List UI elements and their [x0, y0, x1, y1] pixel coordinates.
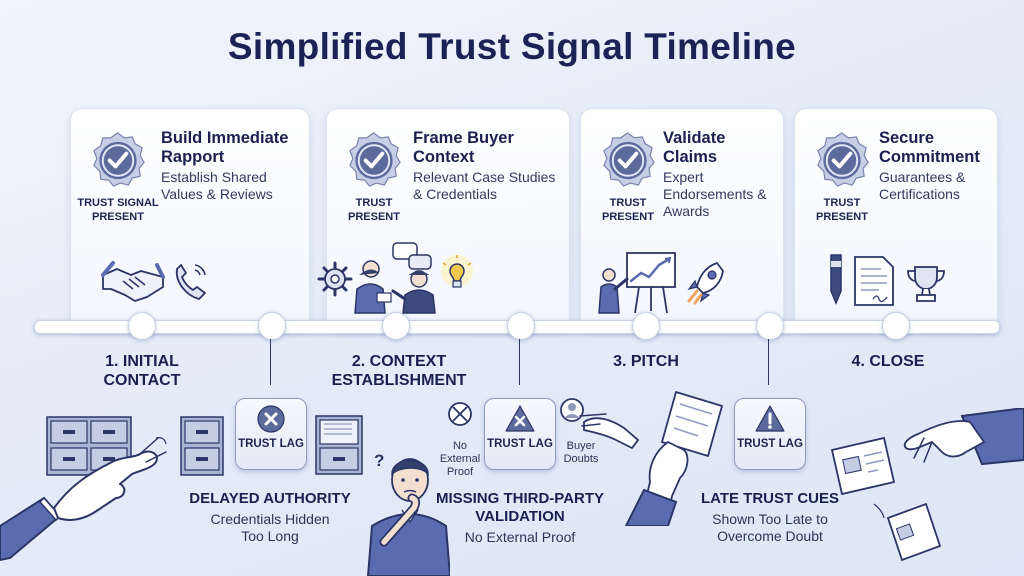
phase-card-2: TRUST PRESENT Frame Buyer Context Releva… [317, 108, 570, 330]
timeline-node [507, 312, 535, 340]
trust-lag-label: TRUST LAG [487, 438, 553, 450]
x-circle-icon [257, 405, 285, 433]
phase-card-3: TRUST PRESENT Validate Claims Expert End… [580, 108, 784, 330]
x-triangle-icon [505, 405, 535, 432]
trust-badge-icon [601, 131, 657, 189]
phase-card-1: TRUST SIGNAL PRESENT Build Immediate Rap… [70, 108, 310, 330]
gear-icon [317, 261, 353, 297]
document-icon [854, 256, 894, 306]
filing-cabinet-icon [46, 416, 132, 476]
phase-title: Secure Commitment [879, 129, 980, 166]
trust-lag-badge-1: TRUST LAG [235, 398, 307, 470]
filing-cabinet-icon [180, 416, 224, 476]
trust-badge-icon [815, 131, 871, 189]
rocket-icon [687, 261, 724, 305]
hand-holding-card-icon [579, 390, 724, 526]
gap-description-1: Credentials Hidden Too Long [210, 511, 330, 544]
phase-description: Guarantees & Certifications [879, 169, 966, 202]
stage-label-2: 2. CONTEXT ESTABLISHMENT [331, 353, 467, 389]
page-title: Simplified Trust Signal Timeline [227, 26, 797, 67]
handshake-icon [101, 261, 165, 302]
crossed-circle-icon [448, 402, 472, 426]
badge-label: TRUST PRESENT [602, 197, 654, 223]
gap-title-3: LATE TRUST CUES [700, 490, 840, 507]
phase-description: Expert Endorsements & Awards [663, 169, 767, 219]
stage-label-1: 1. INITIAL CONTACT [103, 353, 181, 389]
timeline-node [882, 312, 910, 340]
trust-lag-label: TRUST LAG [737, 438, 803, 450]
person-circle-icon [560, 398, 584, 422]
badge-label: TRUST SIGNAL PRESENT [77, 197, 159, 223]
timeline-node [756, 312, 784, 340]
timeline-node [258, 312, 286, 340]
side-note-left: No External Proof [439, 440, 481, 478]
phase-title: Frame Buyer Context [413, 129, 514, 166]
stage-label-3: 3. PITCH [613, 353, 679, 370]
phase-title: Build Immediate Rapport [161, 129, 289, 166]
phase-title: Validate Claims [663, 129, 726, 166]
timeline-connector [270, 339, 271, 385]
gap-description-3: Shown Too Late to Overcome Doubt [712, 511, 828, 544]
trust-lag-badge-2: TRUST LAG [484, 398, 556, 470]
people-talking-icon [354, 242, 436, 314]
trust-lag-label: TRUST LAG [238, 438, 304, 450]
trophy-icon [907, 266, 945, 302]
svg-text:?: ? [374, 451, 384, 470]
gap-title-2: MISSING THIRD-PARTY VALIDATION [435, 490, 605, 525]
presenter-icon [598, 252, 676, 314]
timeline-node [128, 312, 156, 340]
phone-icon [175, 264, 206, 300]
badge-label: TRUST PRESENT [348, 197, 400, 223]
trust-lag-badge-3: TRUST LAG [734, 398, 806, 470]
falling-cards-icon [830, 408, 1024, 562]
lightbulb-icon [441, 255, 473, 288]
warning-icon [755, 405, 785, 432]
timeline-node [382, 312, 410, 340]
timeline-connector [768, 339, 769, 385]
phase-description: Establish Shared Values & Reviews [161, 169, 273, 202]
thinking-person-icon: ? [366, 451, 450, 576]
open-drawer-icon [315, 415, 363, 475]
badge-label: TRUST PRESENT [816, 197, 868, 223]
side-note-right: Buyer Doubts [563, 440, 599, 465]
timeline-node [632, 312, 660, 340]
pen-icon [830, 254, 842, 305]
trust-badge-icon [347, 131, 403, 189]
timeline-connector [519, 339, 520, 385]
gap-description-2: No External Proof [464, 529, 576, 545]
trust-badge-icon [91, 131, 147, 189]
gap-title-1: DELAYED AUTHORITY [189, 490, 351, 507]
phase-description: Relevant Case Studies & Credentials [413, 169, 556, 202]
phase-card-4: TRUST PRESENT Secure Commitment Guarante… [794, 108, 998, 330]
reaching-hand-icon [0, 437, 167, 562]
stage-label-4: 4. CLOSE [851, 353, 925, 370]
